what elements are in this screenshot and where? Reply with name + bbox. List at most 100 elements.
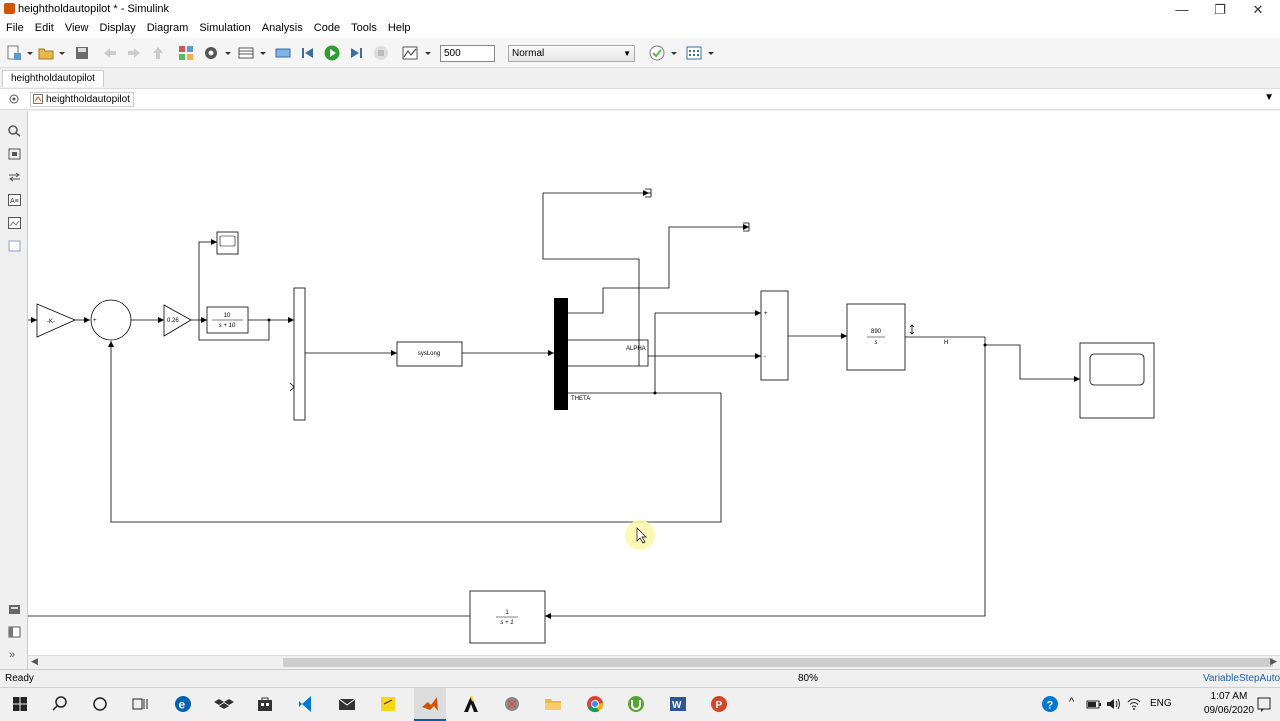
build-model-icon[interactable] bbox=[686, 45, 702, 61]
explorer-dropdown-icon[interactable] bbox=[259, 45, 267, 61]
new-model-icon[interactable] bbox=[6, 45, 22, 61]
hide-arrows-icon[interactable] bbox=[8, 171, 21, 183]
cortana-icon[interactable] bbox=[90, 694, 110, 714]
settings-gear-icon[interactable] bbox=[203, 45, 219, 61]
library-browser-icon[interactable] bbox=[178, 45, 194, 61]
show-hidden-icons-icon[interactable]: ^ bbox=[1069, 696, 1075, 708]
solver-link[interactable]: VariableStepAuto bbox=[1203, 673, 1280, 684]
utorrent-icon[interactable] bbox=[626, 694, 646, 714]
visual-studio-code-icon[interactable] bbox=[296, 694, 316, 714]
advisor-dropdown-icon[interactable] bbox=[670, 45, 678, 61]
menu-tools[interactable]: Tools bbox=[351, 22, 377, 34]
expand-palette-icon[interactable]: » bbox=[9, 649, 16, 661]
search-icon[interactable] bbox=[50, 694, 70, 714]
simulation-mode-select[interactable]: Normal ▼ bbox=[508, 45, 635, 62]
sum-block[interactable]: + bbox=[90, 299, 132, 341]
edge-browser-icon[interactable]: e bbox=[173, 694, 193, 714]
scope-block-large[interactable] bbox=[1079, 342, 1155, 419]
restore-button[interactable]: ❐ bbox=[1214, 2, 1226, 17]
forward-arrow-icon[interactable] bbox=[126, 45, 142, 61]
model-explorer-icon[interactable] bbox=[238, 45, 254, 61]
wifi-icon[interactable] bbox=[1126, 694, 1142, 714]
up-arrow-icon[interactable] bbox=[150, 45, 166, 61]
matlab-icon[interactable] bbox=[420, 694, 440, 714]
address-dropdown-icon[interactable]: ▼ bbox=[1264, 92, 1274, 103]
stop-time-input[interactable]: 500 bbox=[440, 45, 495, 62]
new-dropdown-icon[interactable] bbox=[26, 45, 34, 61]
store-icon[interactable] bbox=[255, 694, 275, 714]
step-back-icon[interactable] bbox=[300, 45, 316, 61]
annotation-icon[interactable]: A≡ bbox=[8, 194, 21, 206]
archicad-icon[interactable] bbox=[461, 694, 481, 714]
gain-block-k[interactable]: -K- bbox=[36, 303, 77, 338]
transfer-fcn-block-2[interactable]: 1 s + 1 bbox=[469, 590, 546, 644]
task-view-icon[interactable] bbox=[130, 694, 150, 714]
mail-icon[interactable] bbox=[337, 694, 357, 714]
model-advisor-check-icon[interactable] bbox=[649, 45, 665, 61]
powerpoint-icon[interactable]: P bbox=[709, 694, 729, 714]
word-icon[interactable]: W bbox=[668, 694, 688, 714]
gain-block-026[interactable]: 0.26 bbox=[163, 304, 192, 337]
demux-block[interactable] bbox=[554, 298, 568, 410]
transfer-fcn-block-1[interactable]: 10 s + 10 bbox=[206, 306, 249, 334]
system-clock[interactable]: 1:07 AM 09/06/2020 bbox=[1204, 690, 1254, 718]
scrollbar-thumb[interactable] bbox=[283, 658, 1273, 667]
notification-center-icon[interactable] bbox=[1256, 694, 1272, 714]
snip-tool-icon[interactable] bbox=[502, 694, 522, 714]
scroll-right-icon[interactable]: ▶ bbox=[1270, 656, 1277, 666]
sum-block-2[interactable]: + - bbox=[760, 290, 789, 381]
status-ready: Ready bbox=[5, 673, 34, 684]
terminator-block-1[interactable] bbox=[645, 188, 652, 198]
image-icon[interactable] bbox=[8, 217, 21, 229]
state-space-block[interactable]: sysLong bbox=[396, 341, 463, 367]
tab-heightholdautopilot[interactable]: heightholdautopilot bbox=[2, 70, 104, 87]
scroll-left-icon[interactable]: ◀ bbox=[31, 656, 38, 666]
update-diagram-icon[interactable] bbox=[275, 45, 291, 61]
input-language[interactable]: ENG bbox=[1150, 698, 1172, 709]
chrome-icon[interactable] bbox=[585, 694, 605, 714]
menu-analysis[interactable]: Analysis bbox=[261, 22, 303, 34]
menu-file[interactable]: File bbox=[6, 22, 24, 34]
sticky-notes-icon[interactable] bbox=[378, 694, 398, 714]
dropbox-icon[interactable] bbox=[214, 694, 234, 714]
property-inspector-icon[interactable] bbox=[8, 626, 21, 638]
open-folder-icon[interactable] bbox=[38, 45, 54, 61]
zoom-icon[interactable] bbox=[8, 125, 21, 137]
stop-icon[interactable] bbox=[373, 45, 389, 61]
minimize-button[interactable]: — bbox=[1175, 2, 1189, 17]
battery-icon[interactable] bbox=[1086, 694, 1102, 714]
scope-block-small[interactable] bbox=[216, 231, 239, 255]
build-dropdown-icon[interactable] bbox=[707, 45, 715, 61]
menu-code[interactable]: Code bbox=[313, 22, 341, 34]
save-icon[interactable] bbox=[74, 45, 90, 61]
close-button[interactable]: ✕ bbox=[1252, 2, 1264, 17]
run-icon[interactable] bbox=[324, 45, 340, 61]
step-forward-icon[interactable] bbox=[348, 45, 364, 61]
menu-display[interactable]: Display bbox=[99, 22, 136, 34]
hide-browser-icon[interactable] bbox=[9, 94, 19, 104]
volume-icon[interactable] bbox=[1106, 694, 1122, 714]
status-bar: Ready 80% VariableStepAuto bbox=[0, 669, 1280, 687]
viewer-dropdown-icon[interactable] bbox=[424, 45, 432, 61]
help-network-icon[interactable]: ? bbox=[1040, 694, 1060, 714]
file-explorer-icon[interactable] bbox=[543, 694, 563, 714]
mux-block[interactable] bbox=[289, 287, 306, 421]
area-icon[interactable] bbox=[8, 240, 21, 252]
integrator-block[interactable]: 890 s bbox=[846, 303, 906, 371]
menu-help[interactable]: Help bbox=[387, 22, 411, 34]
model-canvas[interactable]: -K- + 0.26 10 s + 10 bbox=[28, 111, 1280, 656]
windows-start-icon[interactable] bbox=[10, 694, 30, 714]
menu-simulation[interactable]: Simulation bbox=[199, 22, 251, 34]
terminator-block-2[interactable] bbox=[743, 222, 750, 232]
breadcrumb[interactable]: heightholdautopilot bbox=[30, 92, 134, 107]
model-browser-icon[interactable] bbox=[8, 603, 21, 615]
settings-dropdown-icon[interactable] bbox=[224, 45, 232, 61]
open-dropdown-icon[interactable] bbox=[58, 45, 66, 61]
scope-viewer-icon[interactable] bbox=[402, 45, 418, 61]
menu-edit[interactable]: Edit bbox=[34, 22, 54, 34]
fit-to-view-icon[interactable] bbox=[8, 148, 21, 160]
back-arrow-icon[interactable] bbox=[102, 45, 118, 61]
horizontal-scrollbar[interactable]: ◀ ▶ bbox=[28, 655, 1280, 668]
menu-diagram[interactable]: Diagram bbox=[146, 22, 189, 34]
menu-view[interactable]: View bbox=[64, 22, 89, 34]
